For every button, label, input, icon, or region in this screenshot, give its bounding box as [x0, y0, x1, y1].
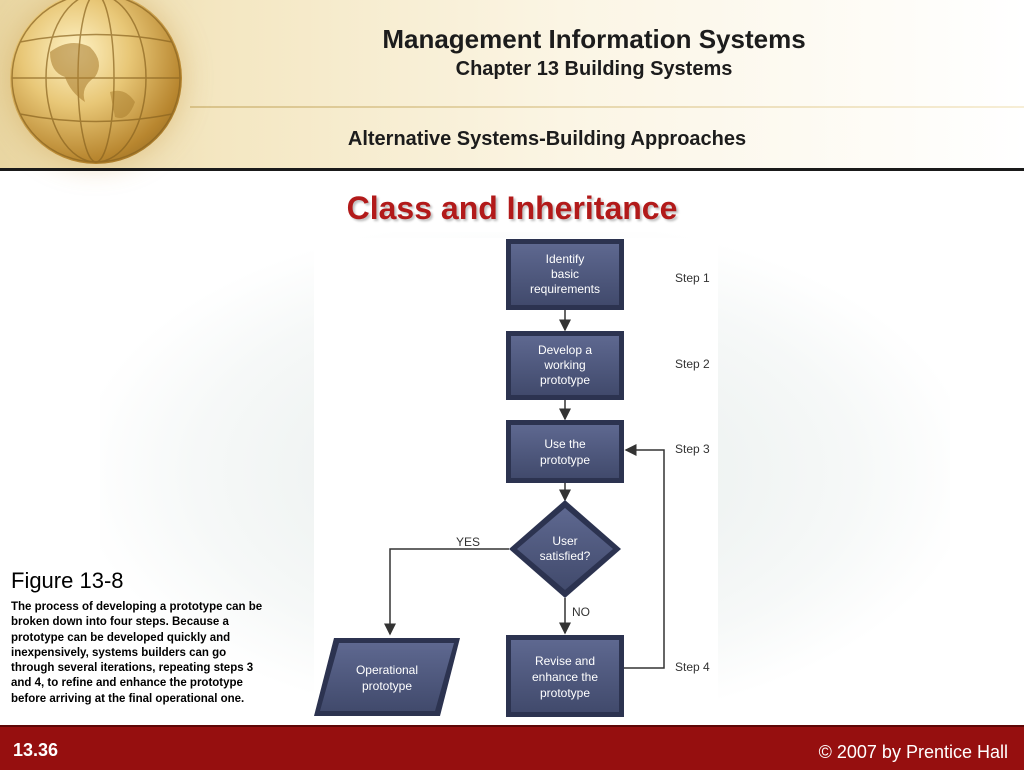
box-revise-prototype: Revise and enhance the prototype [506, 635, 624, 717]
revise-line2: enhance the [532, 670, 598, 684]
step-1-label: Step 1 [675, 271, 710, 285]
no-label: NO [572, 605, 590, 619]
identify-line2: basic [551, 267, 579, 281]
use-line1: Use the [544, 437, 586, 451]
slide-title: Class and Inheritance [346, 190, 678, 226]
decision-line1: User [552, 534, 577, 548]
develop-line2: working [543, 358, 585, 372]
revise-line1: Revise and [535, 654, 595, 668]
course-title: Management Information Systems [382, 24, 806, 54]
develop-line3: prototype [540, 373, 590, 387]
box-develop-prototype: Develop a working prototype [506, 331, 624, 400]
operational-line1: Operational [356, 663, 418, 677]
yes-label: YES [456, 535, 480, 549]
slide-number: 13.36 [13, 740, 59, 760]
section-subtitle: Alternative Systems-Building Approaches [347, 128, 747, 150]
identify-line1: Identify [546, 252, 585, 266]
step-2-label: Step 2 [675, 357, 710, 371]
chapter-title: Chapter 13 Building Systems [455, 58, 733, 80]
operational-line2: prototype [362, 679, 412, 693]
figure-label: Figure 13-8 [11, 568, 124, 593]
header-rule [0, 168, 1024, 171]
step-4-label: Step 4 [675, 660, 710, 674]
box-use-prototype: Use the prototype [506, 420, 624, 483]
copyright-notice: © 2007 by Prentice Hall [818, 742, 1008, 762]
prototyping-flowchart: Identify basic requirements Develop a wo… [314, 238, 718, 720]
footer-bar [0, 725, 1024, 770]
identify-line3: requirements [530, 282, 600, 296]
decision-line2: satisfied? [540, 549, 591, 563]
develop-line1: Develop a [538, 343, 592, 357]
box-operational-prototype: Operational prototype [314, 638, 460, 716]
arrow-loop-back [624, 444, 665, 669]
globe-logo [10, 0, 182, 164]
revise-line3: prototype [540, 686, 590, 700]
step-3-label: Step 3 [675, 442, 710, 456]
decision-user-satisfied: User satisfied? [509, 500, 621, 598]
arrow-decision-yes [384, 548, 509, 636]
box-identify-requirements: Identify basic requirements [506, 239, 624, 310]
header-divider [190, 106, 1024, 108]
use-line2: prototype [540, 453, 590, 467]
figure-caption: The process of developing a prototype ca… [11, 601, 263, 705]
